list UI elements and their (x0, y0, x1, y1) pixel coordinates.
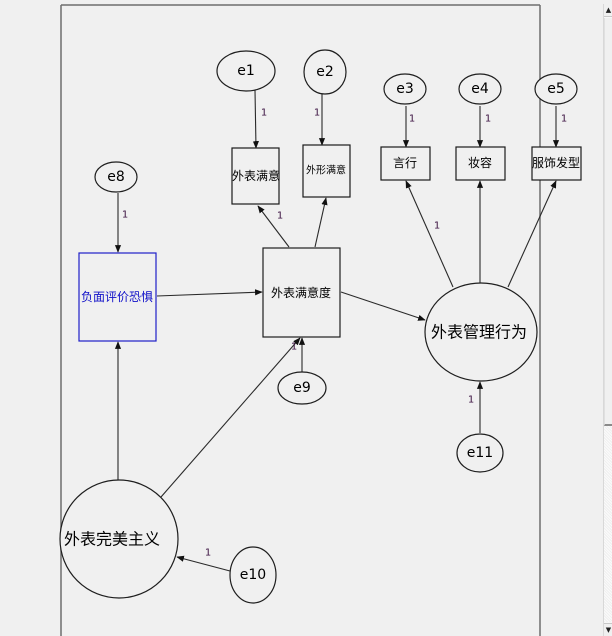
scroll-thumb[interactable] (604, 18, 612, 426)
svg-text:e5: e5 (547, 81, 565, 97)
node-obs-speech-behavior[interactable]: 言行 (380, 146, 431, 181)
edge-satisfaction-to-obs2[interactable] (314, 197, 328, 248)
node-obs-makeup[interactable]: 妆容 (455, 146, 506, 181)
scroll-down-button[interactable]: ▼ (604, 623, 612, 636)
weight-e5: 1 (561, 114, 567, 125)
weight-labels: 1 1 1 1 1 1 1 1 1 1 1 (122, 108, 567, 559)
edge-behavior-to-obs5[interactable] (507, 180, 557, 288)
edge-behavior-to-obs3[interactable] (405, 180, 454, 288)
edge-satisfaction-to-behavior[interactable] (340, 291, 426, 321)
svg-text:e2: e2 (316, 64, 334, 80)
node-e2[interactable]: e2 (303, 49, 347, 95)
edge-perfectionism-to-satisfaction[interactable] (160, 337, 301, 498)
weight-e2: 1 (314, 108, 320, 119)
svg-text:e1: e1 (237, 63, 255, 79)
svg-text:e9: e9 (293, 380, 311, 396)
scroll-up-button[interactable]: ▲ (604, 4, 612, 17)
svg-text:外表完美主义: 外表完美主义 (64, 530, 160, 549)
arrow-up-icon: ▲ (605, 6, 612, 14)
node-appearance-perfectionism[interactable]: 外表完美主义 (59, 479, 179, 599)
node-appearance-management-behavior[interactable]: 外表管理行为 (424, 282, 538, 382)
svg-text:妆容: 妆容 (468, 155, 492, 170)
node-e8[interactable]: e8 (94, 161, 138, 193)
svg-text:外形满意: 外形满意 (306, 164, 346, 177)
weight-e8: 1 (122, 210, 128, 221)
node-fear-negative-evaluation[interactable]: 负面评价恐惧 (78, 252, 157, 342)
latent-variables: 外表管理行为 外表完美主义 (59, 282, 538, 599)
weight-e11: 1 (468, 395, 474, 406)
weight-e4: 1 (485, 114, 491, 125)
scroll-track[interactable] (604, 426, 612, 622)
svg-text:e10: e10 (240, 567, 266, 583)
edge-e10-to-perfectionism[interactable] (176, 555, 231, 572)
svg-text:服饰发型: 服饰发型 (532, 155, 580, 170)
node-e11[interactable]: e11 (456, 433, 504, 473)
node-e1[interactable]: e1 (216, 50, 276, 92)
weight-satisfaction-obs1: 1 (277, 211, 283, 222)
edge-fear-to-satisfaction[interactable] (156, 289, 263, 297)
svg-text:负面评价恐惧: 负面评价恐惧 (81, 289, 153, 304)
svg-text:外表满意: 外表满意 (232, 168, 280, 183)
svg-text:e8: e8 (107, 169, 125, 185)
weight-e3: 1 (409, 114, 415, 125)
edges (114, 89, 560, 572)
observed-variables: 外表满意 外形满意 言行 妆容 服饰发型 负面评价恐惧 外表满意度 (78, 144, 582, 342)
edge-e1-to-obs1[interactable] (252, 89, 259, 149)
svg-text:e4: e4 (471, 81, 489, 97)
edge-satisfaction-to-obs1[interactable] (257, 205, 290, 248)
svg-text:外表满意度: 外表满意度 (271, 285, 331, 300)
svg-text:言行: 言行 (393, 156, 417, 170)
node-e4[interactable]: e4 (458, 73, 502, 105)
node-e3[interactable]: e3 (383, 73, 427, 105)
svg-text:e3: e3 (396, 81, 414, 97)
error-terms: e1 e2 e3 e4 e5 e8 e9 e10 (94, 49, 578, 604)
node-e9[interactable]: e9 (277, 371, 327, 405)
node-e10[interactable]: e10 (229, 546, 277, 604)
svg-text:外表管理行为: 外表管理行为 (431, 323, 527, 342)
weight-e9: 1 (291, 342, 297, 353)
weight-e1: 1 (261, 108, 267, 119)
node-appearance-satisfaction-degree[interactable]: 外表满意度 (262, 247, 341, 338)
node-obs-body-satisfaction[interactable]: 外形满意 (302, 144, 351, 198)
node-obs-clothing-hair[interactable]: 服饰发型 (531, 146, 582, 181)
vertical-scrollbar[interactable]: ▲ ▼ (603, 4, 612, 636)
svg-text:e11: e11 (467, 445, 493, 461)
arrow-down-icon: ▼ (605, 626, 612, 634)
node-e5[interactable]: e5 (534, 73, 578, 105)
node-obs-appearance-satisfaction[interactable]: 外表满意 (231, 147, 280, 205)
weight-behavior-obs3: 1 (434, 221, 440, 232)
weight-e10: 1 (205, 548, 211, 559)
